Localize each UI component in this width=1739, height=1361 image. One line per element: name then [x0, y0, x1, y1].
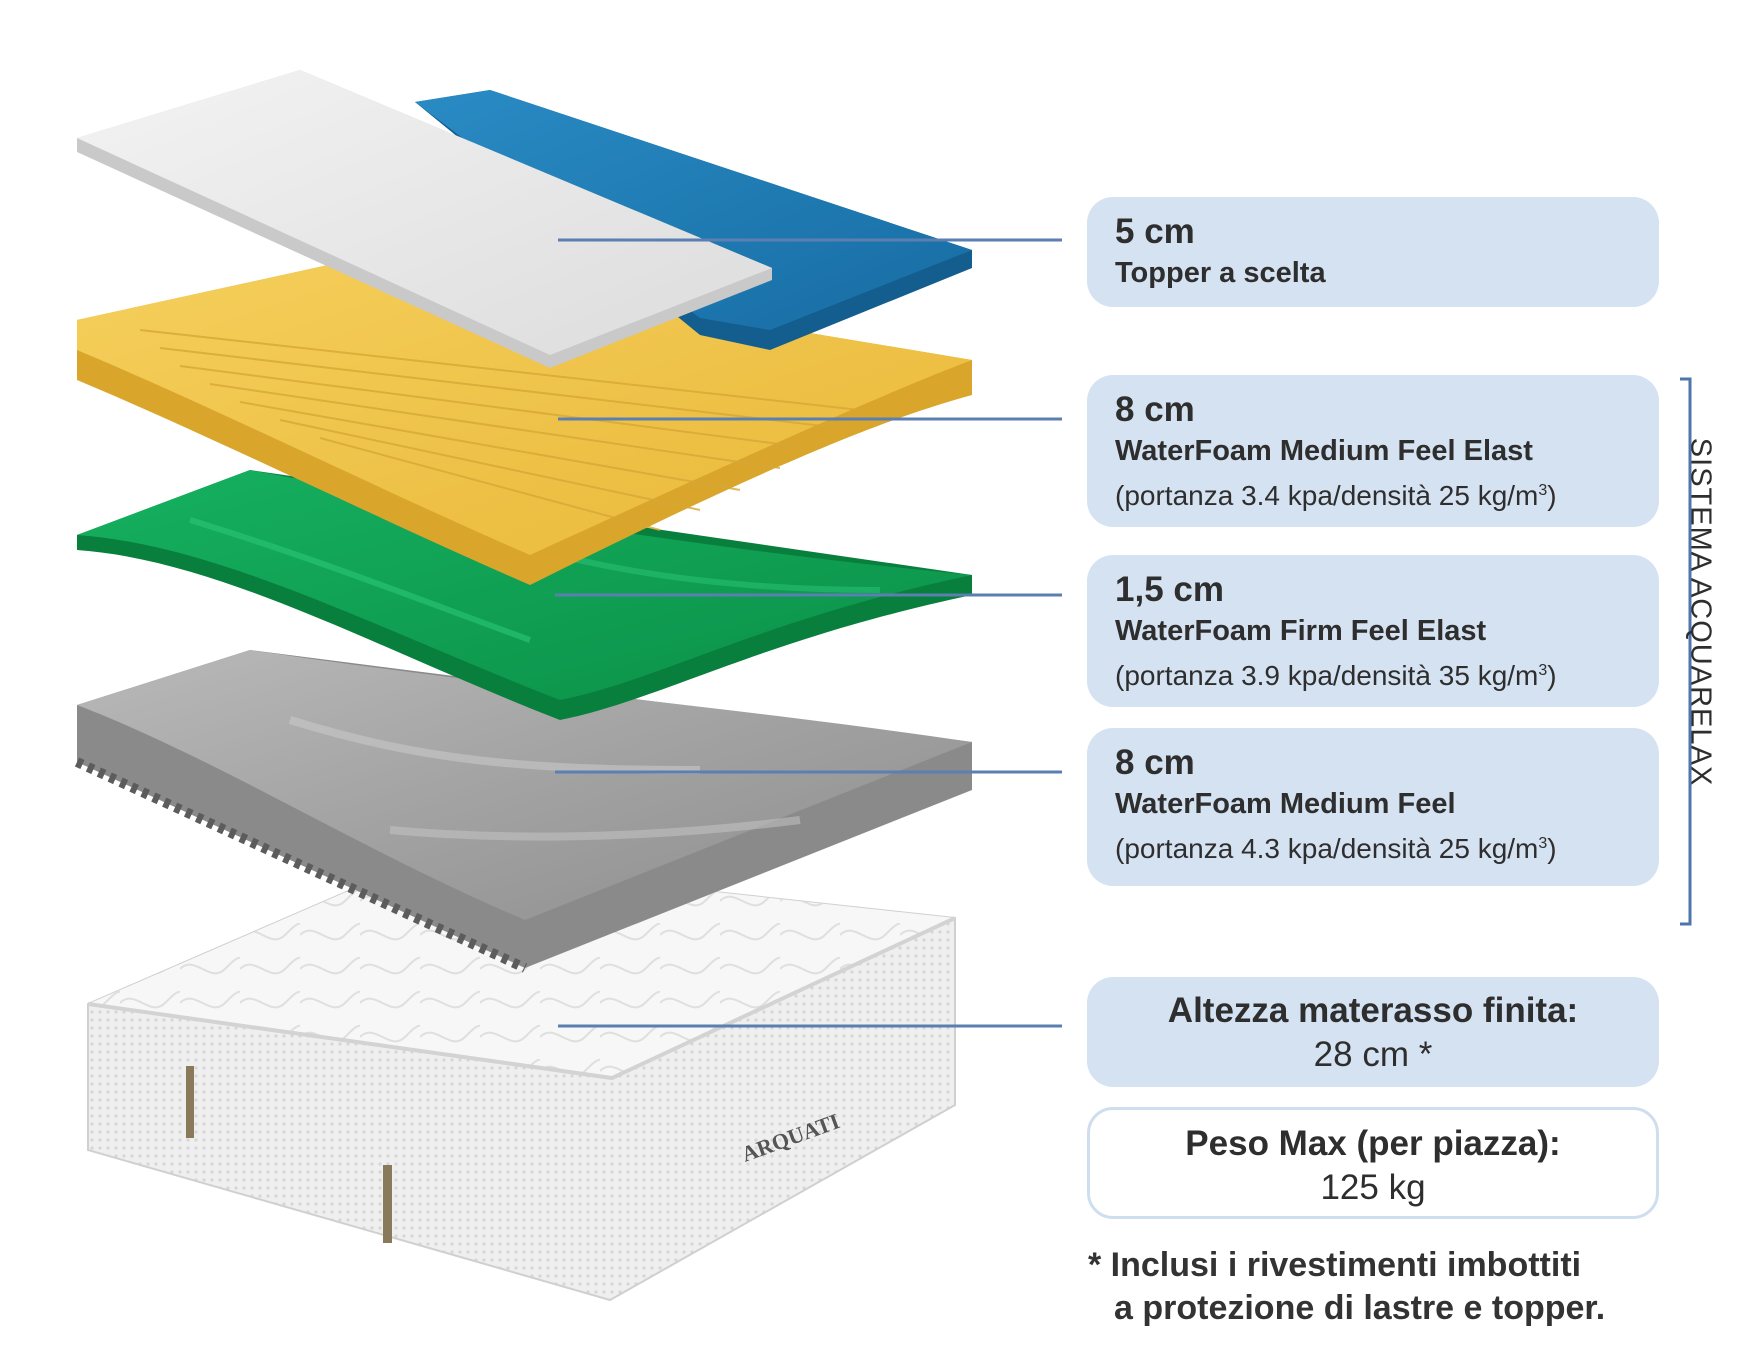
max-weight-card: Peso Max (per piazza): 125 kg: [1087, 1107, 1659, 1219]
layer-name: WaterFoam Firm Feel Elast: [1115, 615, 1487, 647]
layer-thickness: 1,5 cm: [1115, 570, 1224, 609]
footnote-line-1: * Inclusi i rivestimenti imbottiti: [1088, 1246, 1582, 1284]
max-weight-label: Peso Max (per piazza):: [1185, 1124, 1561, 1163]
finished-height-value: 28 cm *: [1313, 1035, 1433, 1074]
layer-card-medium-feel-elast: 8 cm WaterFoam Medium Feel Elast (portan…: [1087, 375, 1659, 527]
layer-name: Topper a scelta: [1115, 257, 1326, 289]
layer-card-topper: 5 cm Topper a scelta: [1087, 197, 1659, 307]
layer-name: WaterFoam Medium Feel Elast: [1115, 435, 1533, 467]
layer-thickness: 8 cm: [1115, 743, 1195, 782]
finished-mattress: ARQUATI: [87, 858, 956, 1302]
layer-spec: (portanza 3.4 kpa/densità 25 kg/m3): [1115, 480, 1557, 511]
layer-spec: (portanza 4.3 kpa/densità 25 kg/m3): [1115, 833, 1557, 864]
layer-thickness: 5 cm: [1115, 212, 1195, 251]
finished-height-card: Altezza materasso finita: 28 cm *: [1087, 977, 1659, 1087]
topper-white: [77, 70, 772, 368]
system-bracket: [1680, 377, 1692, 926]
layer-spec: (portanza 3.9 kpa/densità 35 kg/m3): [1115, 660, 1557, 691]
layer-thickness: 8 cm: [1115, 390, 1195, 429]
layer-name: WaterFoam Medium Feel: [1115, 788, 1456, 820]
layer-green: [77, 470, 972, 720]
footnote-line-2: a protezione di lastre e topper.: [1114, 1289, 1606, 1327]
layer-card-firm-feel-elast: 1,5 cm WaterFoam Firm Feel Elast (portan…: [1087, 555, 1659, 707]
layer-grey: [74, 650, 972, 973]
system-label: SISTEMA ACQUARELAX: [1684, 437, 1717, 787]
topper-blue: [415, 90, 972, 350]
layer-card-medium-feel: 8 cm WaterFoam Medium Feel (portanza 4.3…: [1087, 728, 1659, 886]
leader-lines: [555, 238, 1062, 1028]
footnote: * Inclusi i rivestimenti imbottiti a pro…: [1088, 1244, 1708, 1330]
finished-height-label: Altezza materasso finita:: [1167, 991, 1579, 1030]
max-weight-value: 125 kg: [1320, 1168, 1426, 1207]
